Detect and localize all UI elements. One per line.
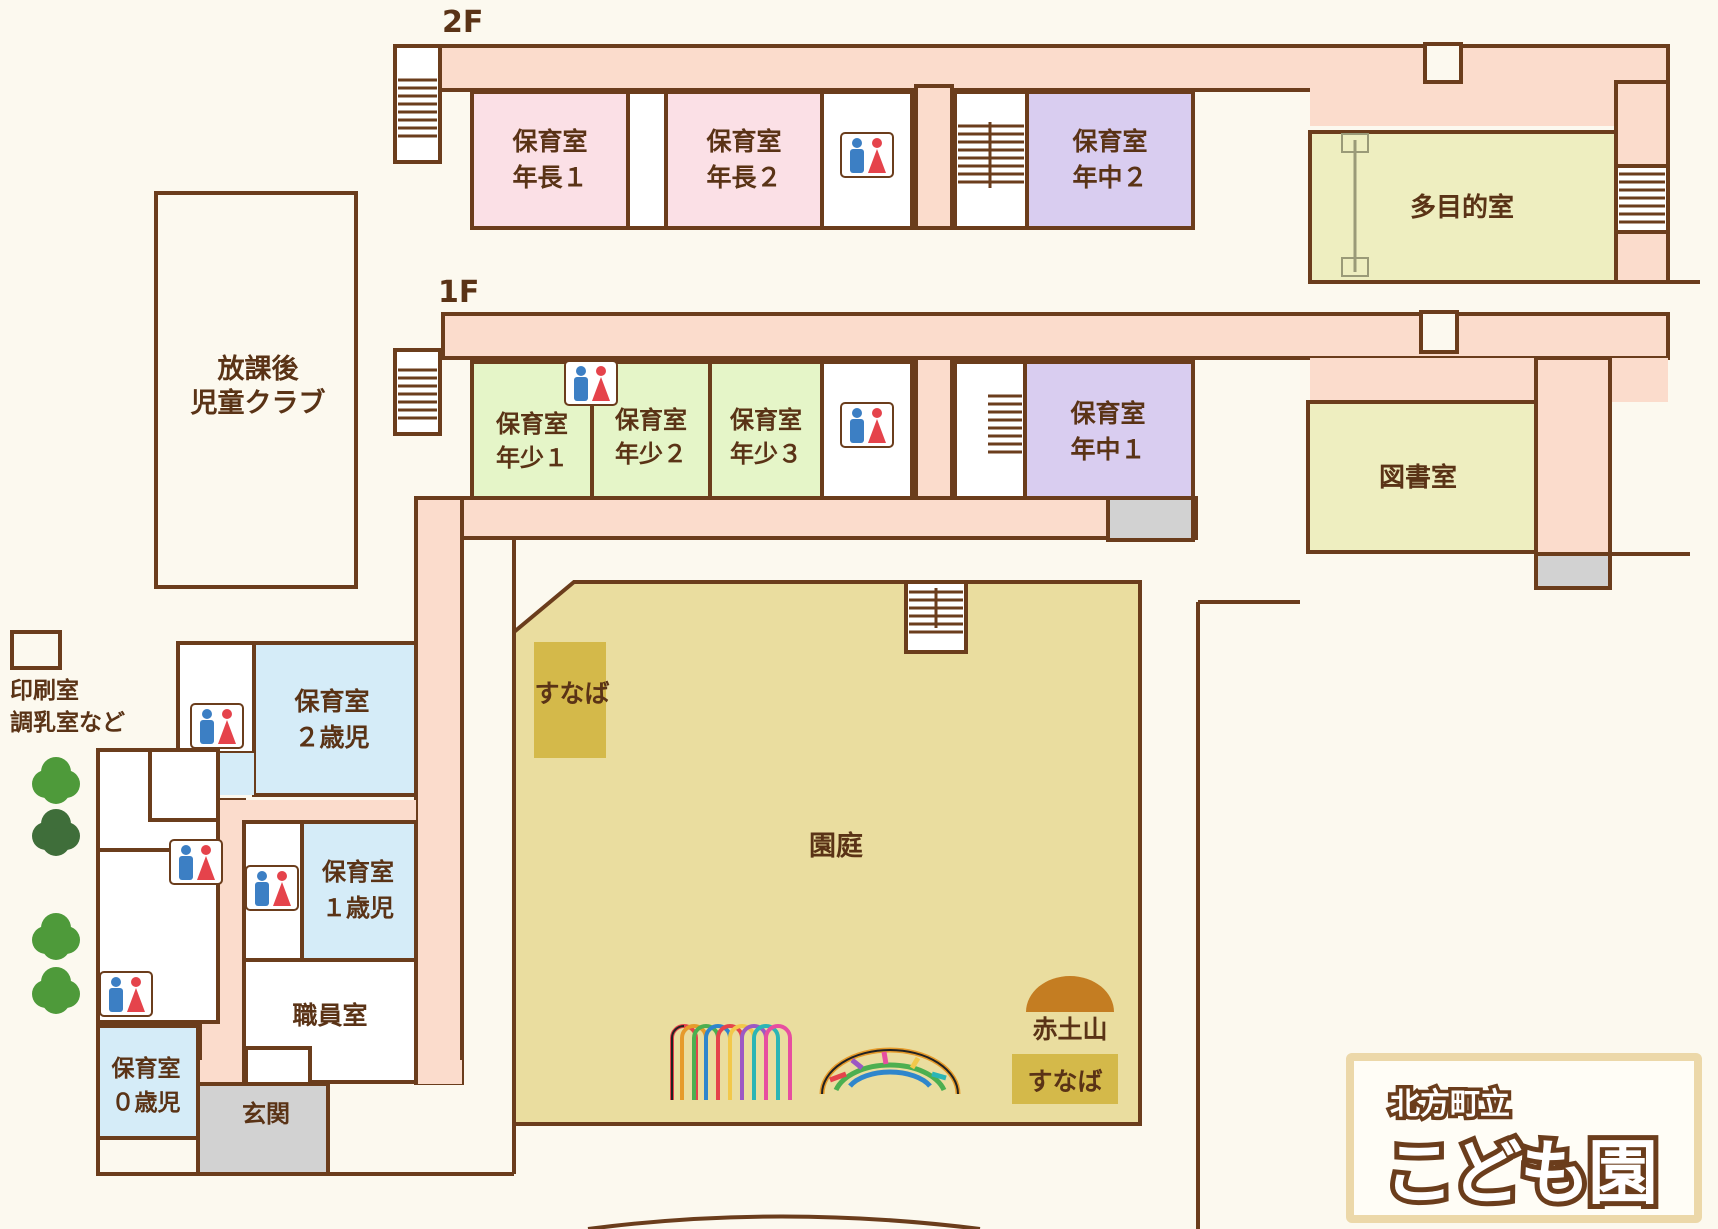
corridor-1f bbox=[441, 312, 1670, 360]
floor-1f: 1F bbox=[10, 191, 1690, 1229]
floor-label-1f: 1F bbox=[438, 275, 479, 310]
label-insatsu-line1: 印刷室 bbox=[10, 677, 79, 704]
corridor-1f-middle bbox=[914, 356, 954, 500]
corridor-1f-right bbox=[1310, 358, 1668, 402]
label-shokuinshitsu: 職員室 bbox=[292, 1001, 367, 1030]
corridor-1f-right-notch bbox=[1419, 310, 1459, 354]
restroom-nisai-icon bbox=[190, 703, 244, 749]
entrance-gray-right bbox=[1534, 552, 1612, 590]
label-nensho2-line2: 年少２ bbox=[615, 440, 687, 468]
stairs-2f-left-steps bbox=[398, 78, 437, 138]
bushes bbox=[32, 757, 80, 1014]
corridor-1f-west bbox=[414, 496, 464, 1085]
room-issaiji[interactable] bbox=[300, 820, 418, 962]
bush-1 bbox=[32, 757, 80, 804]
label-issaiji-line2: １歳児 bbox=[322, 894, 394, 922]
label-nencho1-line1: 保育室 bbox=[511, 127, 587, 156]
label-nisaiji-line2: ２歳児 bbox=[294, 723, 369, 752]
label-nensho1-line2: 年少１ bbox=[496, 444, 568, 472]
room-insatsu-marker bbox=[10, 630, 62, 670]
red-earth-mountain-shape bbox=[1026, 976, 1114, 1012]
restroom-small-icon bbox=[169, 839, 223, 885]
bottom-arc bbox=[587, 1214, 981, 1229]
room-2f-gap1 bbox=[626, 90, 668, 230]
bush-3 bbox=[32, 913, 80, 960]
arch-climbing-bars bbox=[670, 1024, 792, 1100]
room-nisaiji-lower bbox=[218, 753, 254, 795]
restroom-2f-icon bbox=[840, 132, 894, 178]
entrance-gray bbox=[196, 1082, 330, 1176]
label-nencho1-line2: 年長１ bbox=[512, 163, 587, 192]
label-houkago-line2: 児童クラブ bbox=[191, 387, 326, 419]
logo-org-text: 北方町立 bbox=[1387, 1084, 1514, 1126]
bush-4 bbox=[32, 967, 80, 1014]
bush-2 bbox=[32, 809, 80, 856]
label-nensho2-line1: 保育室 bbox=[614, 406, 687, 434]
label-genkan: 玄関 bbox=[242, 1100, 290, 1128]
label-nencho2-line1: 保育室 bbox=[705, 127, 781, 156]
label-sunaba-bottom: すなば bbox=[1027, 1067, 1102, 1096]
label-insatsu-line2: 調乳室など bbox=[10, 709, 125, 736]
label-zerosaiji-line2: ０歳児 bbox=[112, 1090, 181, 1116]
yard-area[interactable] bbox=[512, 580, 1142, 1126]
label-nensho1-line1: 保育室 bbox=[495, 410, 568, 438]
stairs-1f-middle-steps bbox=[988, 394, 1022, 454]
stairs-2f-right-steps bbox=[1619, 172, 1665, 224]
label-nencho2-line2: 年長２ bbox=[706, 163, 781, 192]
label-nenchu1-line2: 年中１ bbox=[1070, 435, 1145, 464]
room-nenchu1[interactable] bbox=[1023, 360, 1195, 500]
label-nenchu2-line1: 保育室 bbox=[1071, 127, 1147, 156]
yard-stairs-steps bbox=[909, 588, 963, 634]
entrance-gray-inner bbox=[244, 1046, 312, 1086]
restroom-nensho-icon bbox=[564, 360, 618, 406]
room-nensho3[interactable] bbox=[708, 360, 824, 500]
label-zerosaiji-line1: 保育室 bbox=[111, 1055, 181, 1082]
room-nencho1[interactable] bbox=[470, 90, 630, 230]
stairs-1f-left bbox=[393, 348, 442, 436]
label-nensho3-line2: 年少３ bbox=[730, 440, 802, 468]
label-houkago-line1: 放課後 bbox=[217, 353, 300, 385]
label-issaiji-line1: 保育室 bbox=[321, 858, 394, 886]
corridor-2f-middle bbox=[914, 84, 954, 230]
corridor-2f-upper-right bbox=[1310, 82, 1668, 126]
room-houkago[interactable] bbox=[154, 191, 358, 589]
courtyard bbox=[512, 580, 1142, 1126]
room-labels: 保育室 年長１ 保育室 年長２ 保育室 年中２ 多目的室 放課後 児童クラブ 保… bbox=[10, 127, 1514, 1128]
room-toshoshitsu[interactable] bbox=[1306, 400, 1538, 554]
room-nisaiji[interactable] bbox=[252, 641, 418, 797]
label-entei: 園庭 bbox=[809, 830, 863, 862]
label-tamokuteki: 多目的室 bbox=[1410, 192, 1514, 223]
label-nensho3-line1: 保育室 bbox=[729, 406, 802, 434]
corridor-2f-right-stair-area bbox=[1423, 42, 1463, 84]
logo-card: 北方町立 こども園 bbox=[1346, 1053, 1702, 1223]
sandbox-top[interactable] bbox=[534, 642, 606, 758]
sandbox-bottom[interactable] bbox=[1012, 1054, 1118, 1104]
corridor-1f-south bbox=[414, 496, 1198, 540]
label-nenchu1-line1: 保育室 bbox=[1069, 399, 1145, 428]
label-akatsuchiyama: 赤土山 bbox=[1032, 1015, 1107, 1044]
restroom-1f-icon bbox=[840, 402, 894, 448]
stairs-2f-middle-steps bbox=[958, 122, 1024, 188]
label-toshoshitsu: 図書室 bbox=[1379, 462, 1457, 493]
floor-2f: 2F bbox=[393, 5, 1700, 284]
label-sunaba-top: すなば bbox=[534, 679, 609, 708]
rainbow-jungle-gym bbox=[819, 1047, 961, 1095]
restroom-issai-icon bbox=[245, 865, 299, 911]
room-nencho2[interactable] bbox=[664, 90, 824, 230]
entrance-gray-middle bbox=[1106, 496, 1195, 542]
room-nenchu2[interactable] bbox=[1025, 90, 1195, 230]
floor-label-2f: 2F bbox=[442, 5, 483, 40]
restroom-zerosai-icon bbox=[99, 971, 153, 1017]
label-nisaiji-line1: 保育室 bbox=[293, 687, 369, 716]
label-nenchu2-line2: 年中２ bbox=[1072, 163, 1147, 192]
logo-name-text: こども園 bbox=[1379, 1127, 1663, 1219]
stairs-1f-left-steps bbox=[398, 368, 437, 420]
corridor-1f-right-vertical bbox=[1534, 356, 1612, 556]
stairs-1f-middle bbox=[953, 360, 1027, 500]
room-zerosaiji[interactable] bbox=[96, 1024, 200, 1140]
room-west-block-inner bbox=[148, 748, 220, 822]
